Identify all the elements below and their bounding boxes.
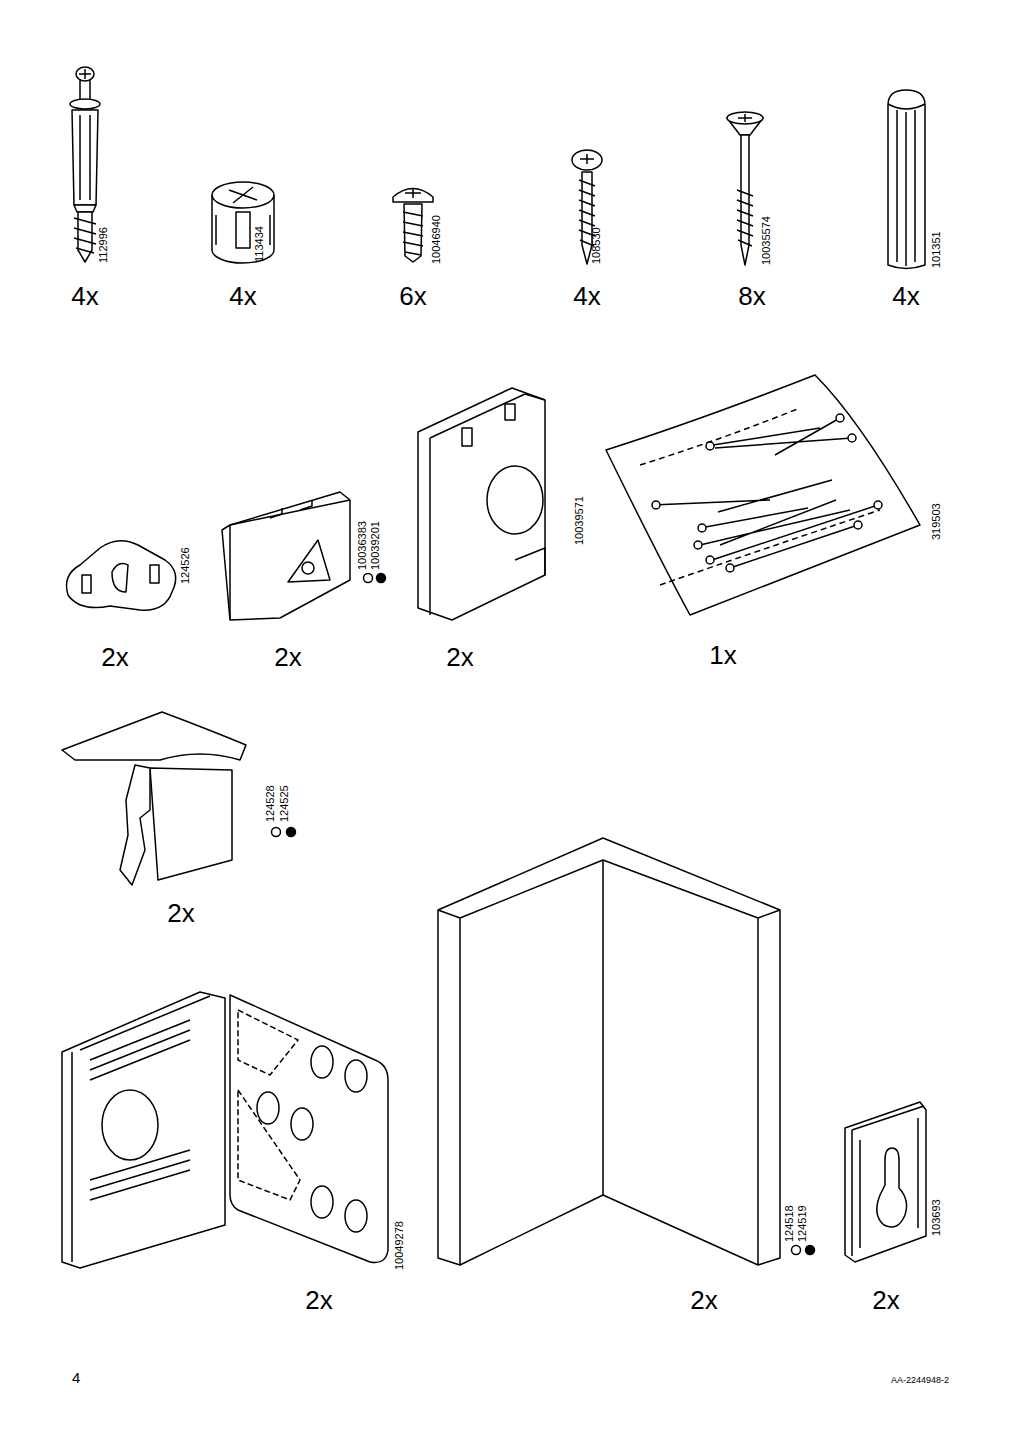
nail-bag [606,375,920,615]
fitting [222,492,350,620]
screw [572,150,602,264]
part-number: 10046940 [431,215,442,264]
part-number: 112996 [98,227,109,263]
part-number: 108530 [591,227,602,264]
cam-lock [212,182,274,263]
mounting-plate [845,1102,926,1262]
fitting [67,541,176,611]
part-number: 10049278 [394,1221,405,1270]
clip [62,712,246,885]
quantity: 6x [399,283,426,309]
part-number: 124525 [279,785,290,822]
screw [393,188,433,262]
dowel [888,90,925,269]
cam-bolt [70,67,100,262]
bracket [62,992,388,1268]
quantity: 4x [573,283,600,309]
quantity: 4x [892,283,919,309]
part-number: 101351 [931,231,942,268]
part-number: 124519 [797,1205,808,1242]
part-number: 124526 [180,547,191,584]
quantity: 2x [446,644,473,670]
quantity: 2x [872,1287,899,1313]
part-number: 103693 [931,1199,942,1236]
screw [727,112,763,265]
part-number: 10039201 [370,521,381,570]
document-id: AA-2244948-2 [891,1376,949,1385]
part-number: 10039571 [574,496,585,545]
part-number: 124528 [265,785,276,822]
quantity: 2x [101,644,128,670]
quantity: 2x [305,1287,332,1313]
plate [418,388,545,620]
quantity: 4x [229,283,256,309]
quantity: 2x [167,900,194,926]
part-number: 124518 [784,1205,795,1242]
part-number: 10035574 [761,216,772,265]
part-number: 113434 [254,226,265,262]
corner-panel [438,838,780,1265]
part-number: 10036383 [357,521,368,570]
quantity: 1x [709,642,736,668]
page-number: 4 [72,1370,80,1385]
part-number: 319503 [931,503,942,540]
quantity: 4x [71,283,98,309]
quantity: 2x [274,644,301,670]
quantity: 2x [690,1287,717,1313]
color-marker [272,574,815,1255]
quantity: 8x [738,283,765,309]
